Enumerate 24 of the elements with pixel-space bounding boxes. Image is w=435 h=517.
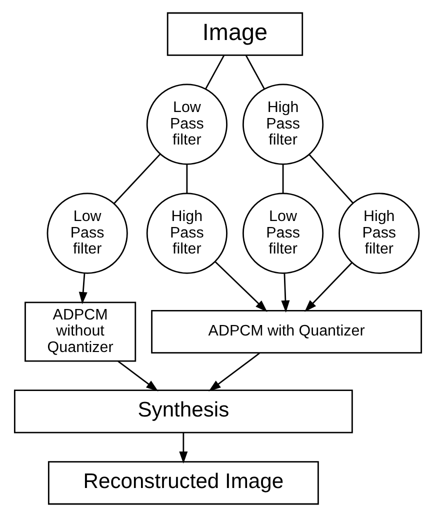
connector bbox=[186, 164, 188, 194]
arrow bbox=[208, 352, 260, 392]
node-circle: Low Pass filter bbox=[46, 192, 128, 274]
node-box: Synthesis bbox=[13, 390, 352, 434]
arrow bbox=[214, 261, 267, 312]
node-box: Reconstructed Image bbox=[47, 461, 318, 505]
node-box: ADPCM with Quantizer bbox=[150, 310, 422, 354]
arrow bbox=[117, 360, 158, 392]
node-circle: Low Pass filter bbox=[242, 192, 324, 274]
connector bbox=[308, 154, 353, 204]
node-circle: High Pass filter bbox=[338, 192, 420, 274]
connector bbox=[282, 164, 284, 194]
arrow bbox=[78, 274, 87, 304]
arrow bbox=[280, 274, 290, 313]
connector bbox=[113, 154, 160, 204]
node-box: ADPCM without Quantizer bbox=[24, 302, 136, 362]
node-circle: Low Pass filter bbox=[146, 84, 227, 165]
node-circle: High Pass filter bbox=[242, 84, 324, 165]
connector bbox=[204, 54, 224, 90]
node-circle: High Pass filter bbox=[146, 192, 227, 274]
node-box: Image bbox=[166, 12, 303, 56]
arrow bbox=[304, 262, 352, 312]
connector bbox=[244, 54, 264, 90]
arrow bbox=[178, 432, 188, 464]
